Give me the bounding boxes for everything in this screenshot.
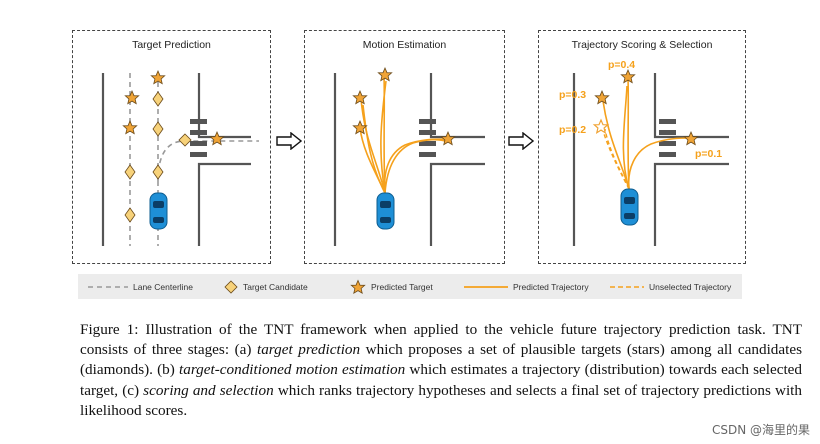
car-icon [376, 192, 395, 230]
legend-label: Predicted Target [371, 281, 433, 292]
stage-arrow-icon [508, 131, 535, 155]
unselected-target-star-icon [592, 118, 610, 134]
predicted-trajectories [359, 74, 448, 194]
target-candidate-diamonds [124, 91, 192, 223]
motion-estimation-scene [333, 66, 485, 246]
car-icon [149, 192, 168, 230]
scoring-selection-panel: Trajectory Scoring & Selection p=0.4 p=0… [538, 30, 746, 264]
stage-arrow-icon [276, 131, 303, 155]
caption-text: which ranks trajectory hypotheses and se… [80, 381, 802, 419]
caption-italic: scoring and selection [143, 381, 274, 399]
dashed-line-icon [88, 285, 128, 288]
probability-label: p=0.4 [608, 59, 635, 71]
panel-title: Trajectory Scoring & Selection [571, 39, 713, 51]
panel-title: Target Prediction [132, 39, 211, 51]
caption-italic: target-conditioned motion estimation [179, 361, 406, 379]
legend-item-lane-centerline: Lane Centerline [88, 274, 193, 299]
predicted-target-stars [594, 68, 699, 146]
target-prediction-panel: Target Prediction [72, 30, 271, 264]
unselected-trajectories [600, 123, 630, 190]
dashed-line-icon [610, 285, 644, 288]
legend-item-predicted-trajectory: Predicted Trajectory [464, 274, 589, 299]
probability-label: p=0.1 [695, 148, 722, 160]
target-prediction-scene [101, 69, 259, 246]
legend-item-predicted-target: Predicted Target [350, 274, 433, 299]
predicted-target-stars [122, 69, 225, 146]
probability-label: p=0.2 [559, 124, 586, 136]
solid-line-icon [464, 285, 508, 288]
legend-label: Unselected Trajectory [649, 281, 732, 292]
diamond-icon [224, 279, 238, 294]
legend: Lane Centerline Target Candidate Predict… [78, 274, 742, 299]
caption-text: Figure 1: Illustration of the TNT framew… [80, 321, 802, 359]
legend-label: Lane Centerline [133, 281, 194, 292]
star-icon [350, 278, 366, 294]
motion-estimation-panel: Motion Estimation [304, 30, 505, 264]
selected-trajectories [602, 77, 692, 190]
legend-label: Predicted Trajectory [513, 281, 589, 292]
caption-italic: target prediction [256, 341, 361, 359]
figure-caption: Figure 1: Illustration of the TNT framew… [80, 320, 802, 421]
scoring-selection-scene: p=0.4 p=0.3 p=0.2 p=0.1 [559, 59, 729, 246]
panel-title: Motion Estimation [362, 39, 447, 51]
caption-text: which estimates a trajectory (distributi… [80, 361, 802, 399]
legend-label: Target Candidate [243, 281, 308, 292]
legend-item-target-candidate: Target Candidate [224, 274, 308, 299]
car-icon [620, 188, 639, 226]
caption-text: which proposes a set of plausible target… [80, 341, 803, 379]
probability-label: p=0.3 [559, 89, 586, 101]
watermark: CSDN @海里的果 [711, 423, 810, 437]
predicted-target-stars [352, 66, 456, 146]
legend-item-unselected-trajectory: Unselected Trajectory [610, 274, 731, 299]
